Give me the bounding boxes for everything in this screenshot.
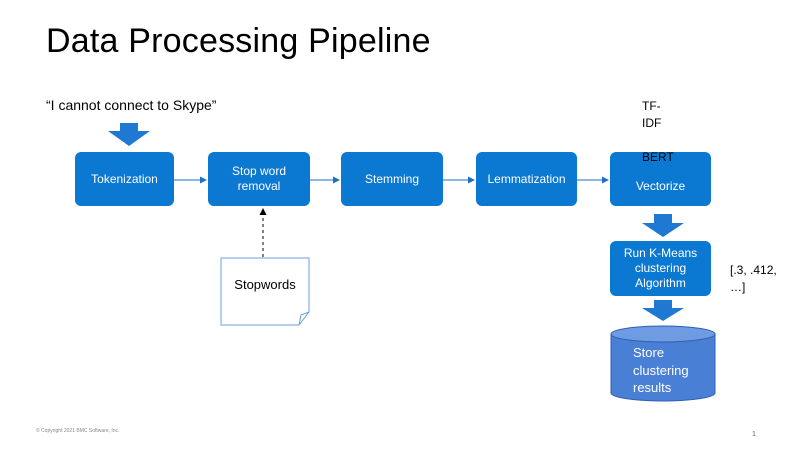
vectorize-option: BERT xyxy=(642,149,674,164)
step-lemmatization: Lemmatization xyxy=(476,152,577,206)
vectorize-options: TF- IDF BERT xyxy=(642,98,674,165)
step-label: Stop word removal xyxy=(231,164,287,193)
vectorize-down-arrow xyxy=(642,214,684,237)
step-label: Run K-Means clustering Algorithm xyxy=(623,246,698,290)
step-label: Stemming xyxy=(364,171,420,186)
copyright-text: © Copyright 2021 BMC Software, Inc. xyxy=(36,428,120,434)
step-label: Tokenization xyxy=(91,171,158,186)
input-sentence: “I cannot connect to Skype” xyxy=(46,97,217,113)
vector-example-line: [.3, .412, xyxy=(730,263,777,277)
stopwords-document-shape xyxy=(220,257,310,326)
vector-example-line: …] xyxy=(730,279,746,294)
step-tokenization: Tokenization xyxy=(75,152,174,206)
page-number: 1 xyxy=(752,431,756,438)
storage-label: Store clustering results xyxy=(633,345,689,396)
step-kmeans: Run K-Means clustering Algorithm xyxy=(610,241,711,296)
step-stemming: Stemming xyxy=(341,152,443,206)
vectorize-option xyxy=(642,132,674,149)
step-stop-word-removal: Stop word removal xyxy=(208,152,310,206)
input-down-arrow xyxy=(108,123,150,146)
vectorize-option: TF- xyxy=(642,99,661,113)
step-vectorize: Vectorize xyxy=(610,152,711,206)
vectorize-option: IDF xyxy=(642,115,662,130)
storage-cylinder xyxy=(610,325,716,402)
step-label: Lemmatization xyxy=(487,171,566,186)
step-label: Vectorize xyxy=(635,179,686,193)
slide-title: Data Processing Pipeline xyxy=(46,22,431,60)
vector-example: [.3, .412, …] xyxy=(730,262,777,296)
stopwords-label: Stopwords xyxy=(234,277,296,292)
kmeans-down-arrow xyxy=(642,300,684,321)
